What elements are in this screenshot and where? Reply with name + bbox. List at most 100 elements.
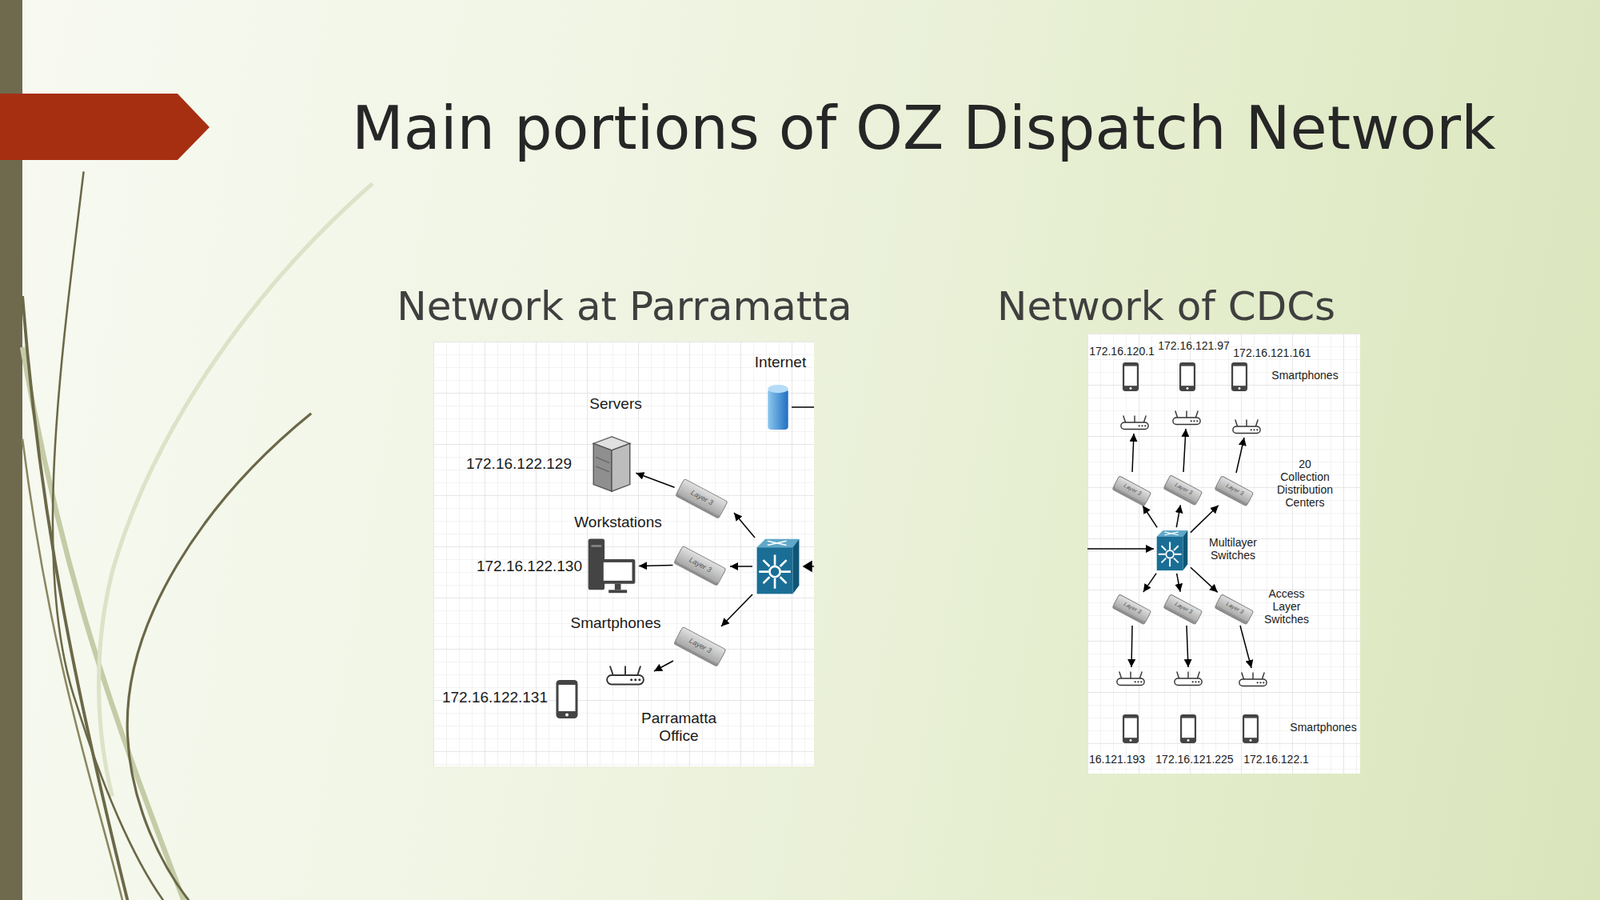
drawn-rect bbox=[1087, 333, 1361, 774]
drawn-path bbox=[22, 295, 128, 900]
parramatta-image bbox=[433, 341, 814, 767]
drawn-line bbox=[1240, 625, 1252, 668]
network-link bbox=[635, 472, 675, 487]
router-icon bbox=[1173, 410, 1201, 424]
panel-heading: Network at Parramatta bbox=[396, 282, 852, 331]
drawn-line bbox=[1132, 433, 1134, 472]
layer3-switch: Layer 3 bbox=[1215, 593, 1255, 623]
network-link bbox=[1190, 505, 1219, 533]
diagram-label: 172.16.121.97 bbox=[1157, 339, 1230, 352]
diagram-label: Internet bbox=[754, 353, 806, 372]
drawn-line bbox=[1186, 625, 1189, 667]
phone-icon bbox=[1242, 714, 1259, 743]
panel-heading: Network of CDCs bbox=[997, 282, 1336, 331]
node-label: Layer 3 bbox=[1173, 600, 1194, 615]
network-link bbox=[1190, 566, 1218, 592]
drawn-path bbox=[99, 183, 373, 797]
router-icon bbox=[1232, 418, 1261, 433]
multilayer-switch-icon bbox=[1157, 530, 1189, 571]
incoming-arrow bbox=[803, 561, 814, 571]
diagram-label: Smartphones bbox=[1271, 368, 1338, 382]
network-link bbox=[1143, 573, 1157, 592]
layer3-switch: Layer 3 bbox=[1113, 474, 1153, 505]
node-label: Servers bbox=[589, 395, 642, 413]
layer3-switch: Layer 3 bbox=[1164, 474, 1204, 504]
device-node: Multilayer Switches bbox=[1155, 528, 1190, 572]
layer3-switch: Layer 3 bbox=[1164, 593, 1204, 623]
layer3-switch: Layer 3 bbox=[674, 545, 727, 585]
drawn-path bbox=[52, 171, 164, 900]
router-icon bbox=[1239, 671, 1267, 686]
internet-wire bbox=[791, 406, 814, 408]
node-label: Layer 3 bbox=[1173, 481, 1194, 496]
grass-curves bbox=[22, 171, 373, 900]
drawn-line bbox=[1087, 547, 1154, 550]
phone-icon bbox=[1180, 714, 1197, 743]
node-label: Layer 3 bbox=[1122, 482, 1142, 497]
drawn-line bbox=[1183, 428, 1186, 472]
diagram-label: Smartphones bbox=[570, 614, 661, 632]
drawn-line bbox=[1131, 625, 1133, 667]
diagram-label: 172.16.122.131 bbox=[442, 688, 548, 707]
drawn-line bbox=[721, 594, 753, 627]
cdc-image bbox=[1087, 333, 1361, 774]
network-link bbox=[1176, 504, 1181, 527]
network-link bbox=[638, 564, 673, 567]
title-arrow bbox=[0, 93, 210, 160]
diagram-label: Access Layer Switches bbox=[1262, 586, 1311, 626]
phone-icon bbox=[1231, 362, 1248, 392]
drawn-line bbox=[654, 660, 674, 671]
drawn-rect bbox=[433, 341, 814, 767]
node-label: Layer 3 bbox=[1122, 600, 1142, 615]
node-label: 172.16.122.129 bbox=[466, 454, 572, 473]
router-icon bbox=[1117, 670, 1145, 685]
layer3-switch: Layer 3 bbox=[1215, 474, 1255, 505]
node-label: Layer 3 bbox=[1224, 482, 1245, 497]
router-icon bbox=[1121, 414, 1149, 429]
node-label: Multilayer Switches bbox=[1204, 535, 1261, 562]
node-label: Layer 3 bbox=[687, 554, 713, 574]
diagram-label: 172.16.121.225 bbox=[1155, 752, 1233, 766]
phone-icon bbox=[1179, 362, 1196, 392]
internet-icon bbox=[767, 384, 788, 430]
workstation-icon bbox=[588, 538, 636, 594]
drawn-path bbox=[127, 413, 312, 900]
device-node: Workstations172.16.122.130 bbox=[586, 536, 638, 596]
node-label: Layer 3 bbox=[1224, 600, 1245, 615]
slide-title: Main portions of OZ Dispatch Network bbox=[351, 91, 1497, 164]
phone-icon bbox=[1122, 714, 1139, 743]
drawn-path bbox=[22, 438, 123, 900]
diagram-label: 16.121.193 bbox=[1089, 752, 1146, 766]
node-label: Layer 3 bbox=[687, 635, 713, 655]
router-icon bbox=[606, 666, 644, 685]
drawn-line bbox=[730, 565, 753, 567]
diagram-label: 172.16.120.1 bbox=[1089, 344, 1155, 358]
device-node: Servers172.16.122.129 bbox=[589, 434, 635, 494]
phone-icon bbox=[1122, 362, 1139, 392]
drawn-line bbox=[1236, 437, 1245, 473]
diagram-label: 172.16.121.161 bbox=[1232, 346, 1311, 360]
phone-icon bbox=[556, 679, 579, 719]
drawn-rect bbox=[1087, 333, 1361, 774]
diagram-label: 172.16.122.1 bbox=[1243, 752, 1309, 766]
network-link bbox=[1177, 573, 1181, 592]
hub-arrows bbox=[654, 512, 755, 671]
drawn-rect bbox=[1087, 333, 1361, 774]
layer3-switch: Layer 3 bbox=[1113, 593, 1153, 623]
network-link bbox=[1142, 505, 1158, 527]
multilayer-switch-icon bbox=[757, 538, 800, 595]
drawn-rect bbox=[433, 341, 814, 767]
drawn-line bbox=[734, 512, 755, 538]
router-icon bbox=[1174, 670, 1202, 685]
diagram-label: Parramatta Office bbox=[638, 709, 719, 745]
network-panel: Network of CDCsMultilayer SwitchesLayer … bbox=[1087, 333, 1361, 774]
diagram-label: Smartphones bbox=[1289, 720, 1357, 734]
server-icon bbox=[593, 436, 631, 491]
diagram-label: 20 Collection Distribution Centers bbox=[1275, 457, 1335, 509]
node-label: Layer 3 bbox=[689, 487, 715, 507]
layer3-switch: Layer 3 bbox=[674, 626, 727, 666]
node-label: Workstations bbox=[574, 513, 662, 531]
node-label: 172.16.122.130 bbox=[476, 557, 583, 575]
layer3-switch: Layer 3 bbox=[675, 478, 728, 518]
